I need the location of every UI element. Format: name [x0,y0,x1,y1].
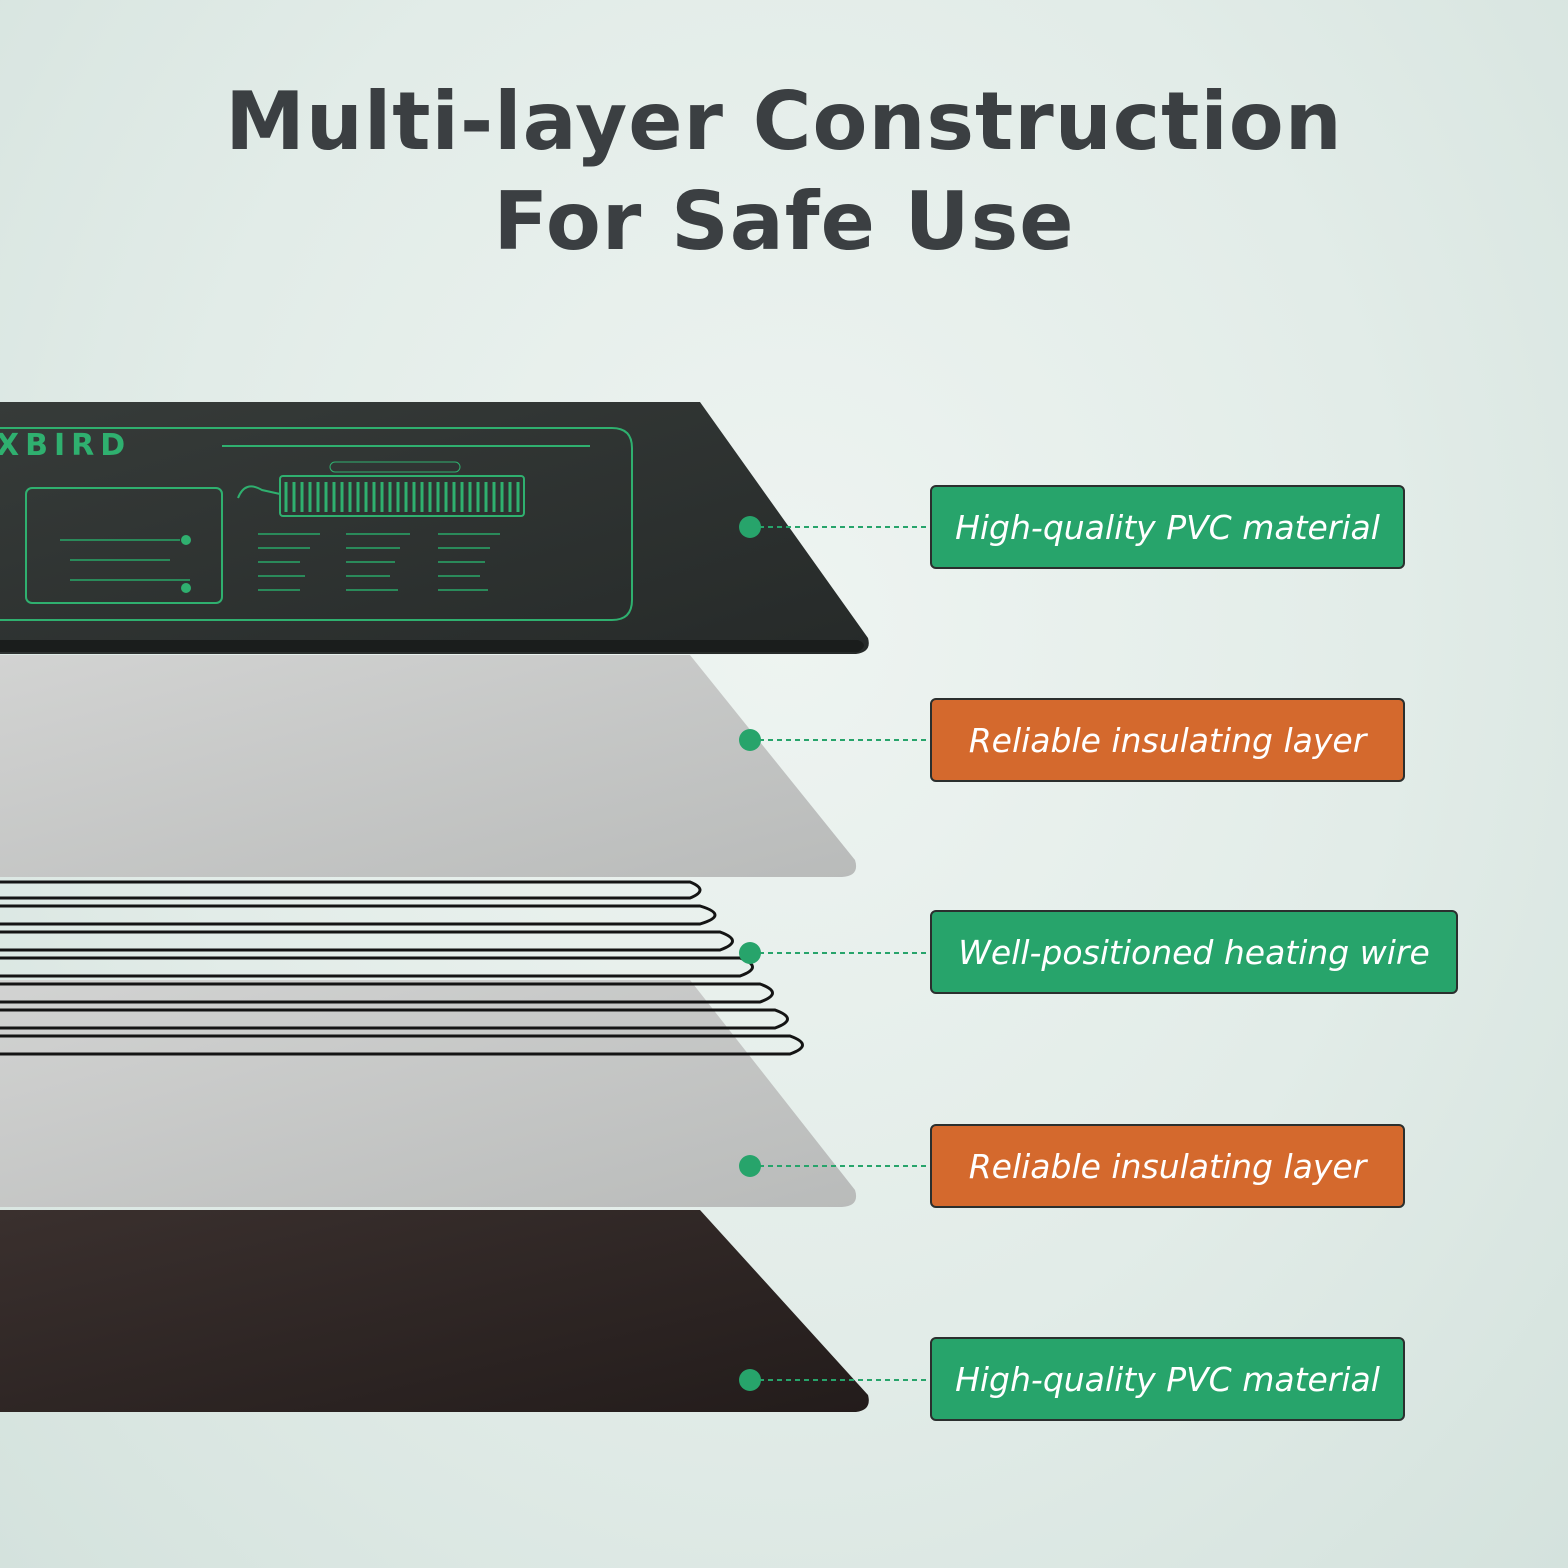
panel-dots [181,535,191,593]
page-title: Multi-layer Construction For Safe Use [0,72,1568,272]
callout-pvc-top: High-quality PVC material [930,485,1405,569]
callout-insulating-upper: Reliable insulating layer [930,698,1405,782]
callout-label: High-quality PVC material [955,507,1380,547]
callout-label: Reliable insulating layer [968,1146,1367,1186]
callout-label: Reliable insulating layer [968,720,1367,760]
callout-insulating-lower: Reliable insulating layer [930,1124,1405,1208]
heating-element-graphic [284,482,520,512]
callout-pvc-bottom: High-quality PVC material [930,1337,1405,1421]
layer-dot-5 [739,1369,761,1391]
printed-panel [0,427,633,621]
title-line-2: For Safe Use [493,175,1075,268]
pvc-top-rim [0,640,864,652]
layer-dot-2 [739,729,761,751]
insulating-layer-upper [0,655,857,877]
layer-dot-1 [739,516,761,538]
heating-wire [0,880,804,1056]
layer-dot-4 [739,1155,761,1177]
layer-dot-3 [739,942,761,964]
insulating-layer-lower [0,980,857,1207]
brand-logo: XBIRD [0,428,131,463]
leader-lines [750,526,930,1381]
printed-table-lines [60,533,500,591]
callout-label: High-quality PVC material [955,1359,1380,1399]
title-line-1: Multi-layer Construction [225,75,1343,168]
callout-heating-wire: Well-positioned heating wire [930,910,1458,994]
pvc-bottom-layer [0,1210,869,1412]
callout-label: Well-positioned heating wire [958,932,1430,972]
pvc-top-layer [0,402,869,654]
layer-markers [739,516,761,1391]
